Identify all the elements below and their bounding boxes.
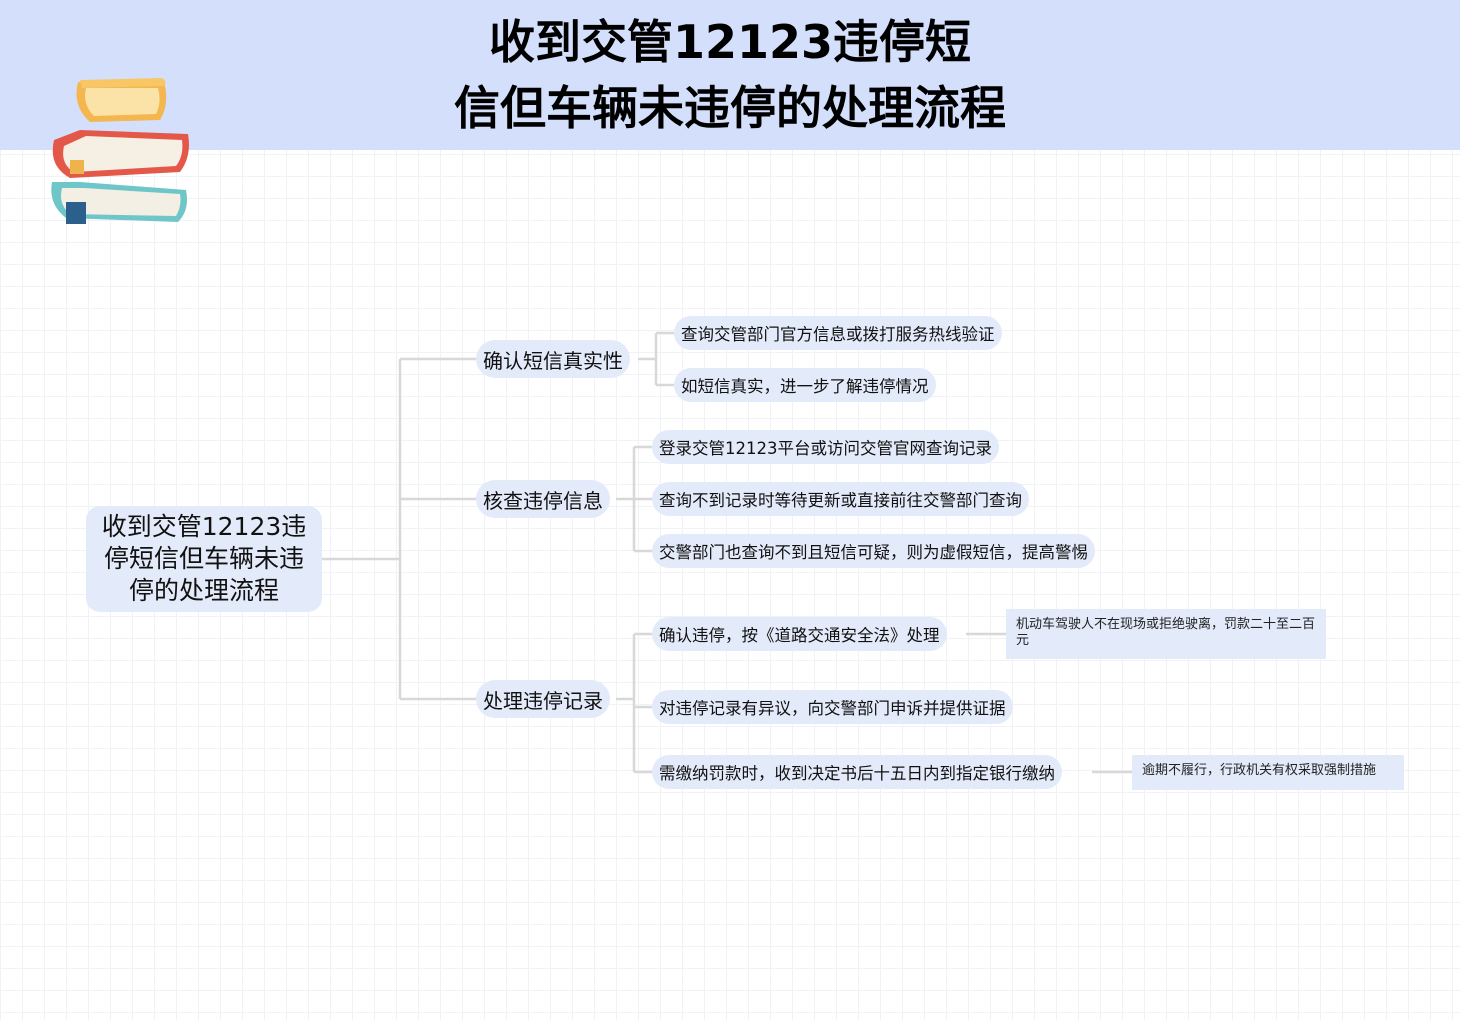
- leaf-check-official-info: 查询交管部门官方信息或拨打服务热线验证: [674, 316, 1002, 350]
- books-icon: [51, 78, 189, 224]
- branch-verify-info: 核查违停信息: [476, 480, 610, 518]
- leaf-sms-genuine: 如短信真实，进一步了解违停情况: [674, 368, 936, 402]
- branch-handle-record: 处理违停记录: [476, 680, 610, 718]
- note-fine-amount: 机动车驾驶人不在现场或拒绝驶离，罚款二十至二百元: [1006, 609, 1326, 659]
- root-node: 收到交管12123违停短信但车辆未违停的处理流程: [86, 506, 322, 612]
- leaf-no-record-wait: 查询不到记录时等待更新或直接前往交警部门查询: [652, 482, 1029, 516]
- leaf-pay-fine: 需缴纳罚款时，收到决定书后十五日内到指定银行缴纳: [652, 755, 1062, 789]
- leaf-fake-sms: 交警部门也查询不到且短信可疑，则为虚假短信，提高警惕: [652, 534, 1095, 568]
- header-banner: 收到交管12123违停短 信但车辆未违停的处理流程: [0, 0, 1460, 150]
- leaf-login-platform: 登录交管12123平台或访问交管官网查询记录: [652, 430, 999, 464]
- page-title-line-2: 信但车辆未违停的处理流程: [454, 81, 1006, 135]
- page-title-line-1: 收到交管12123违停短: [488, 15, 972, 69]
- leaf-appeal: 对违停记录有异议，向交警部门申诉并提供证据: [652, 690, 1013, 724]
- branch-confirm-sms: 确认短信真实性: [476, 340, 630, 378]
- leaf-confirm-violation: 确认违停，按《道路交通安全法》处理: [652, 617, 947, 651]
- note-enforcement: 逾期不履行，行政机关有权采取强制措施: [1132, 755, 1404, 790]
